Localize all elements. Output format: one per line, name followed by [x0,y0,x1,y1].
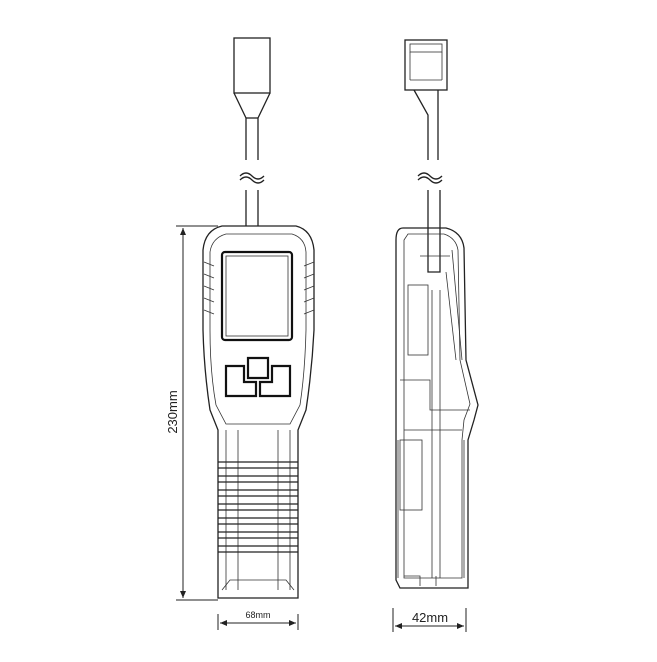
side-width-label: 42mm [412,610,448,625]
side-grip-ribs [203,261,315,315]
front-view: 230mm 68mm [165,37,315,630]
front-body [202,225,315,599]
handle-grip-rings [218,430,298,591]
height-dimension: 230mm [165,225,218,601]
height-label: 230mm [165,390,180,433]
keypad-buttons [224,356,292,398]
up-button [246,356,270,380]
right-button [258,364,292,398]
display-screen [220,250,294,342]
side-width-dimension: 42mm [392,608,467,632]
left-button [224,364,258,398]
battery-upper [407,284,429,356]
front-probe [233,37,271,226]
side-view: 42mm [392,39,479,632]
front-width-label: 68mm [245,610,270,620]
side-body [395,227,479,589]
front-width-dimension: 68mm [217,610,299,630]
side-probe [404,39,448,273]
battery-lower [399,439,423,511]
